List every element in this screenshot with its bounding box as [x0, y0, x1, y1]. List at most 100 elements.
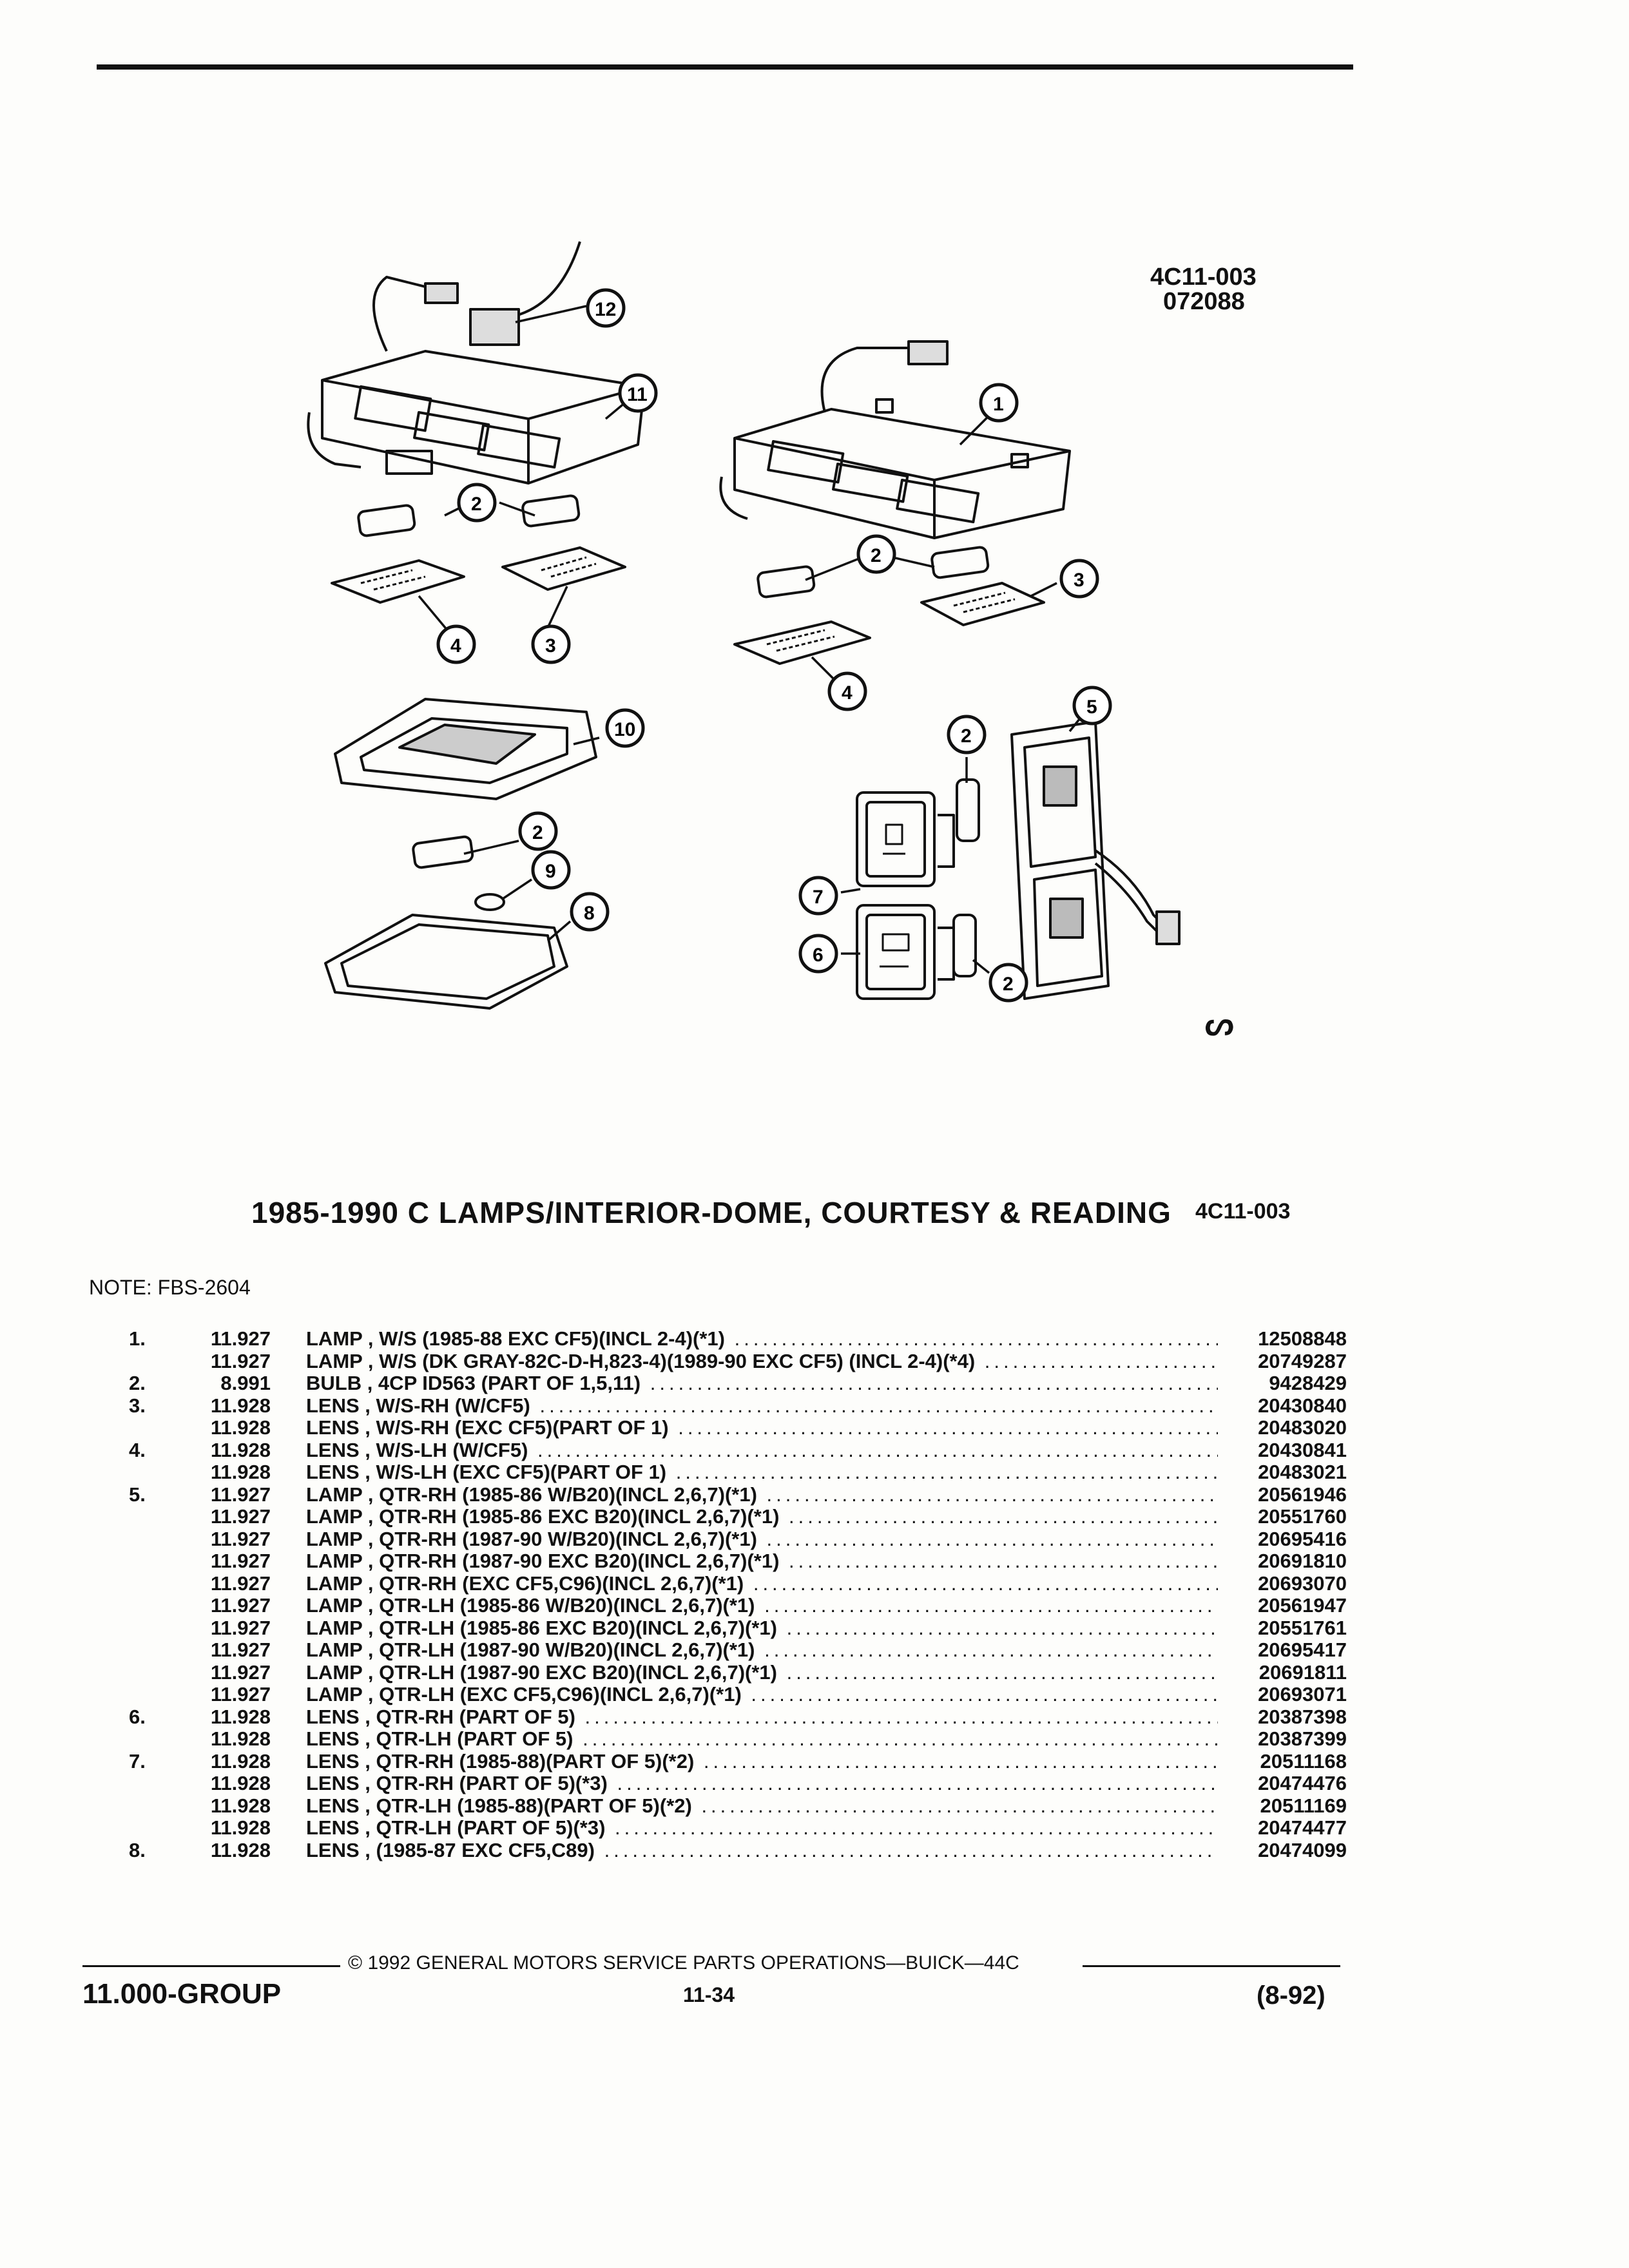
dot-leader: ........................................…: [537, 1438, 1218, 1461]
svg-text:2: 2: [871, 545, 882, 566]
top-rule: [97, 64, 1353, 70]
group-number: 11.928: [210, 1816, 271, 1839]
quarter-lens-upper: [856, 791, 955, 887]
part-number: 20693071: [1258, 1683, 1347, 1706]
part-number: 20561947: [1258, 1594, 1347, 1617]
callout-8: 8: [570, 892, 610, 932]
part-description-cell: LENS , QTR-RH (PART OF 5) ..............…: [306, 1706, 1218, 1729]
svg-text:4: 4: [842, 682, 853, 704]
item-number: 5.: [129, 1483, 146, 1506]
lens-pair-right: [733, 582, 1045, 665]
revision-date: (8-92): [1257, 1981, 1325, 2010]
table-row: 5. 11.927 LAMP , QTR-RH (1985-86 W/B20)(IN…: [129, 1483, 1347, 1506]
part-description: LAMP , W/S (1985-88 EXC CF5)(INCL 2-4)(*…: [306, 1327, 725, 1350]
item-number: 1.: [129, 1327, 146, 1350]
callout-10: 10: [605, 708, 645, 748]
item-number: 7.: [129, 1749, 146, 1773]
group-number: 11.927: [210, 1483, 271, 1506]
part-description: LENS , QTR-LH (1985-88)(PART OF 5)(*2): [306, 1794, 692, 1817]
callout-3-right: 3: [1059, 559, 1099, 599]
part-number: 20474099: [1258, 1838, 1347, 1861]
part-number: 20511169: [1260, 1794, 1347, 1817]
table-row: 11.927 LAMP , QTR-RH (1987-90 W/B20)(INCL…: [129, 1528, 1347, 1550]
part-description-cell: LENS , W/S-LH (EXC CF5)(PART OF 1) .....…: [306, 1461, 1218, 1484]
part-description: LENS , QTR-RH (PART OF 5): [306, 1705, 575, 1728]
group-label: 11.000-GROUP: [82, 1978, 282, 2010]
dot-leader: ........................................…: [789, 1550, 1218, 1572]
group-number: 11.927: [210, 1527, 271, 1550]
dot-leader: ........................................…: [650, 1372, 1218, 1394]
callout-12: 12: [586, 288, 626, 328]
part-description: LENS , QTR-LH (PART OF 5): [306, 1727, 574, 1750]
dome-reading-lamp-housing-right: [719, 340, 1071, 539]
dot-leader: ........................................…: [678, 1416, 1218, 1439]
part-description: LAMP , QTR-RH (1985-86 EXC B20)(INCL 2,6…: [306, 1505, 780, 1528]
svg-text:2: 2: [532, 822, 543, 843]
page-number: 11-34: [683, 1983, 735, 2006]
group-number: 11.928: [210, 1727, 271, 1750]
parts-list: 1. 11.927 LAMP , W/S (1985-88 EXC CF5)(INC…: [129, 1327, 1347, 1861]
dot-leader: ........................................…: [584, 1705, 1218, 1728]
part-description: LAMP , QTR-RH (1985-86 W/B20)(INCL 2,6,7…: [306, 1483, 757, 1506]
dot-leader: ........................................…: [617, 1772, 1218, 1794]
part-description-cell: LAMP , QTR-LH (1987-90 W/B20)(INCL 2,6,7…: [306, 1639, 1218, 1662]
dot-leader: ........................................…: [764, 1639, 1218, 1661]
group-number: 11.927: [210, 1683, 271, 1706]
lens-pair-left: [331, 546, 626, 604]
callout-6: 6: [798, 934, 838, 974]
part-description: LAMP , QTR-LH (1987-90 W/B20)(INCL 2,6,7…: [306, 1639, 755, 1661]
part-number: 20511168: [1260, 1749, 1347, 1773]
quarter-lens-lower: [856, 904, 955, 1000]
page-title: 1985-1990 C LAMPS/INTERIOR-DOME, COURTES…: [251, 1196, 1171, 1229]
svg-text:12: 12: [595, 299, 616, 320]
group-number: 8.991: [220, 1372, 271, 1394]
group-number: 11.928: [210, 1438, 271, 1461]
part-description: LENS , QTR-RH (PART OF 5)(*3): [306, 1772, 608, 1794]
part-description-cell: LAMP , QTR-RH (1987-90 W/B20)(INCL 2,6,7…: [306, 1528, 1218, 1551]
part-description-cell: LAMP , W/S (DK GRAY-82C-D-H,823-4)(1989-…: [306, 1350, 1218, 1373]
part-description: LENS , W/S-RH (W/CF5): [306, 1394, 530, 1417]
callout-9: 9: [531, 850, 571, 890]
group-number: 11.928: [210, 1705, 271, 1728]
callout-2-quarter-lower: 2: [988, 963, 1028, 1003]
part-description: LAMP , W/S (DK GRAY-82C-D-H,823-4)(1989-…: [306, 1349, 976, 1372]
part-description-cell: LAMP , QTR-RH (1985-86 W/B20)(INCL 2,6,7…: [306, 1483, 1218, 1506]
part-number: 20430841: [1258, 1438, 1347, 1461]
part-description-cell: LAMP , QTR-LH (1985-86 EXC B20)(INCL 2,6…: [306, 1617, 1218, 1640]
part-description: LAMP , QTR-LH (EXC CF5,C96)(INCL 2,6,7)(…: [306, 1683, 742, 1706]
part-number: 20749287: [1258, 1349, 1347, 1372]
part-description: LENS , QTR-RH (1985-88)(PART OF 5)(*2): [306, 1749, 695, 1773]
group-number: 11.927: [210, 1349, 271, 1372]
item-number: 6.: [129, 1705, 146, 1728]
part-number: 20693070: [1258, 1571, 1347, 1595]
part-description: LENS , W/S-LH (W/CF5): [306, 1438, 528, 1461]
part-number: 20691811: [1258, 1660, 1347, 1684]
callout-1: 1: [979, 383, 1019, 423]
part-number: 20483020: [1258, 1416, 1347, 1439]
callout-7: 7: [798, 876, 838, 916]
part-description-cell: LENS , QTR-RH (PART OF 5)(*3) ..........…: [306, 1772, 1218, 1795]
part-description-cell: LAMP , W/S (1985-88 EXC CF5)(INCL 2-4)(*…: [306, 1327, 1218, 1350]
group-number: 11.927: [210, 1571, 271, 1595]
group-number: 11.927: [210, 1639, 271, 1661]
item-number: 4.: [129, 1438, 146, 1461]
part-description-cell: LAMP , QTR-RH (1985-86 EXC B20)(INCL 2,6…: [306, 1505, 1218, 1528]
dot-leader: ........................................…: [786, 1660, 1218, 1684]
part-number: 20551761: [1258, 1616, 1347, 1639]
part-number: 9428429: [1269, 1372, 1347, 1394]
part-description-cell: LENS , W/S-LH (W/CF5) ..................…: [306, 1439, 1218, 1462]
dot-leader: ........................................…: [701, 1794, 1218, 1817]
group-number: 11.927: [210, 1660, 271, 1684]
part-number: 20483021: [1258, 1461, 1347, 1483]
dot-leader: ........................................…: [751, 1683, 1218, 1706]
part-description: LENS , QTR-LH (PART OF 5)(*3): [306, 1816, 606, 1839]
part-description: LAMP , QTR-LH (1985-86 EXC B20)(INCL 2,6…: [306, 1616, 777, 1639]
callout-4-right: 4: [827, 671, 867, 711]
